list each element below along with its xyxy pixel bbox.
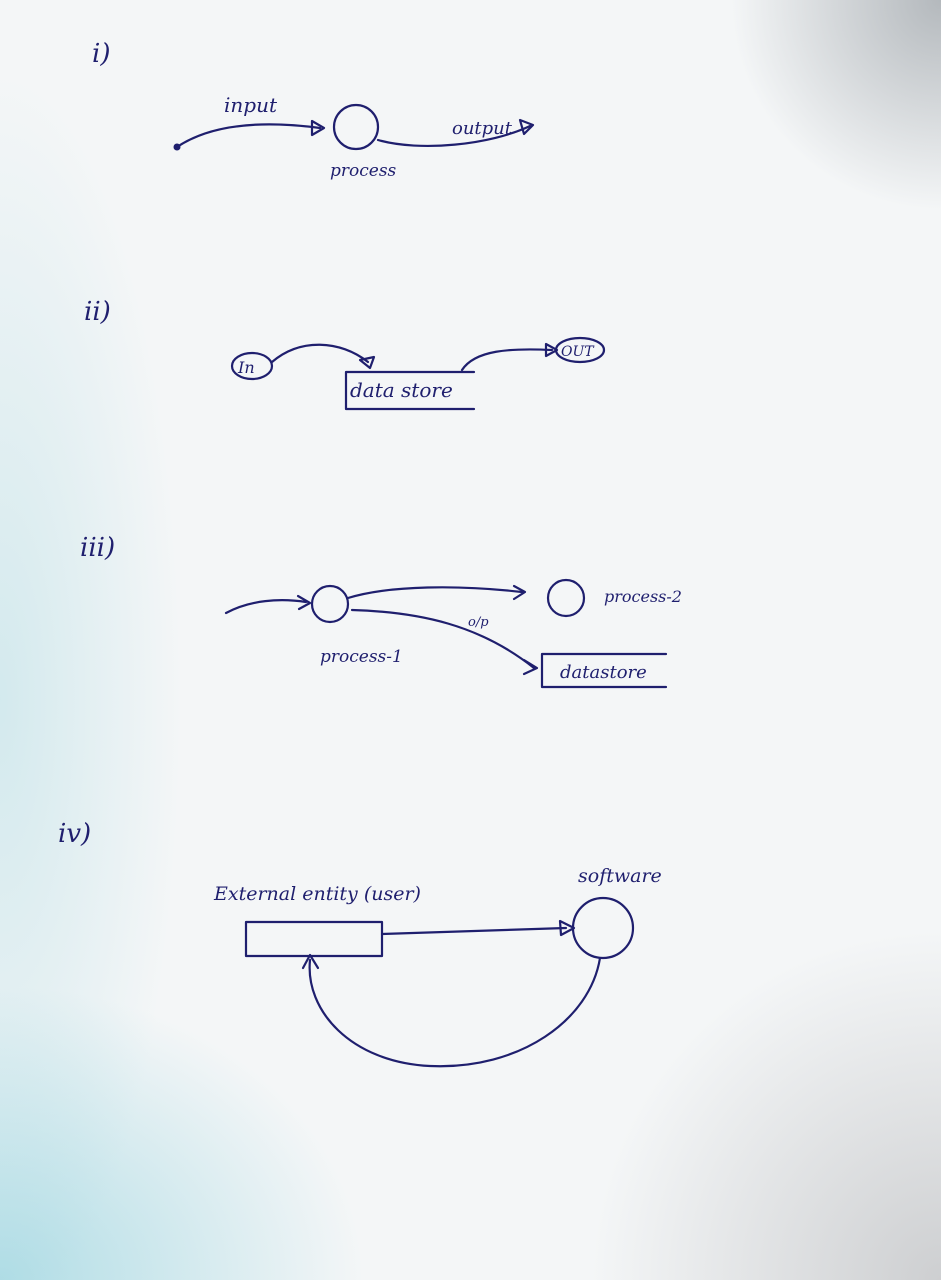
software-to-entity-line [308,956,602,1068]
out-terminal [554,336,606,364]
p1-to-p2-line [346,586,524,600]
in-to-store-line [270,343,370,364]
process-2-label: process-2 [604,587,682,606]
in-terminal [230,351,274,381]
process-label: process [330,161,397,181]
p1-to-store-arrowhead [522,658,539,676]
section-2: ii) In data store OUT [84,297,606,411]
in-to-store-arrowhead [358,355,376,370]
section-1: i) input process output [92,39,535,181]
datastore-shape [540,652,668,689]
section-3-numeral: iii) [80,533,115,563]
external-entity-box [244,920,384,958]
software-to-entity-arrowhead [301,953,320,970]
store-to-out-line [460,348,554,372]
section-1-numeral: i) [92,39,110,69]
process-1-label: process-1 [320,647,403,667]
input-arrowhead [310,119,326,137]
out-label: OUT [561,344,595,360]
in-label: In [237,358,255,377]
process-2-circle [546,578,586,618]
data-store-label: data store [350,378,453,402]
section-4: iv) External entity (user) software [58,819,662,1068]
p1-input-line [224,599,308,615]
output-label: output [452,118,513,139]
section-2-numeral: ii) [84,297,111,327]
p1-to-p2-arrowhead [512,584,527,601]
store-to-out-arrowhead [544,342,559,358]
datastore-label: datastore [560,662,647,683]
software-circle [571,896,635,960]
entity-to-software-line [380,926,568,936]
p1-to-store-line [350,608,536,670]
output-arrowhead [518,118,535,136]
output-arrow-line [376,124,532,147]
process-1-circle [310,584,350,624]
section-4-numeral: iv) [58,819,91,849]
op-label: o/p [468,615,489,630]
input-arrow-line [175,123,322,149]
software-label: software [578,865,662,887]
input-label: input [224,93,278,117]
data-store-shape [344,370,476,411]
section-3: iii) process-1 process-2 o/p datastore [80,533,682,689]
p1-input-arrowhead [296,594,312,611]
external-entity-label: External entity (user) [213,883,421,905]
entity-to-software-arrowhead [558,919,576,937]
process-circle [332,103,380,151]
